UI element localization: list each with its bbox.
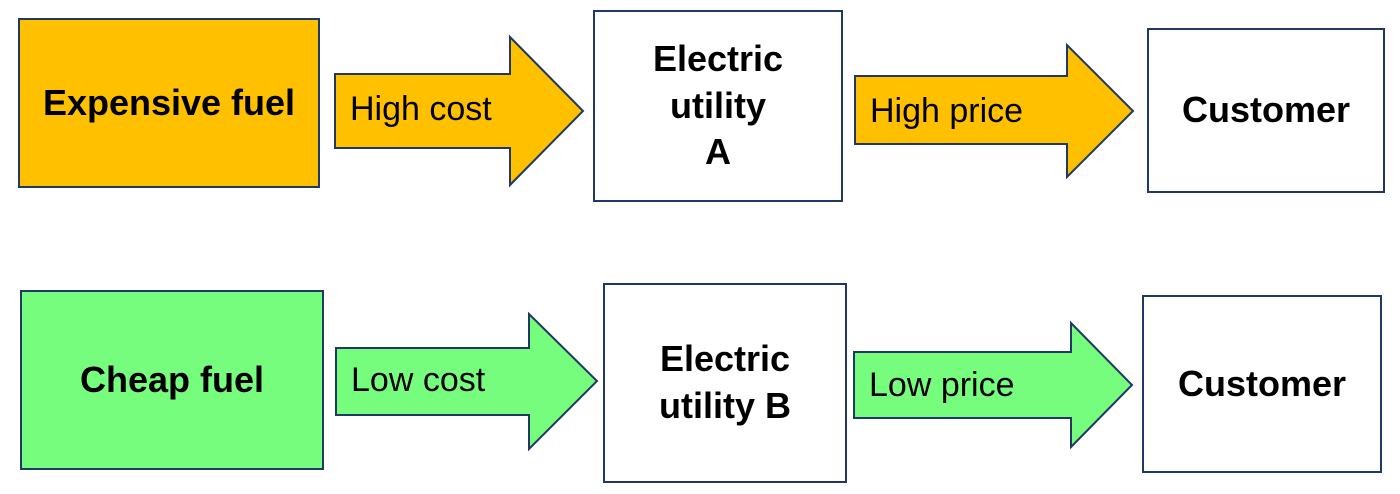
low-price-label: Low price (869, 366, 1015, 404)
low-cost-label: Low cost (351, 361, 486, 399)
high-cost-arrow: High cost (334, 34, 585, 188)
electric-utility-b-text: Electric utility B (659, 336, 791, 430)
customer-a-box: Customer (1147, 28, 1385, 193)
customer-b-label: Customer (1177, 362, 1347, 404)
utility-b-line2: utility B (659, 385, 791, 426)
electric-utility-a-text: Electric utility A (653, 36, 783, 176)
utility-b-line1: Electric (659, 338, 791, 380)
customer-a-label: Customer (1181, 89, 1351, 131)
low-price-arrow: Low price (853, 320, 1134, 450)
low-price-arrow-shape (853, 320, 1134, 450)
utility-a-line1: Electric (652, 37, 784, 79)
high-price-arrow: High price (854, 42, 1135, 180)
utility-a-line3: A (704, 131, 731, 173)
electric-utility-a-box: Electric utility A (593, 10, 843, 202)
customer-b-box: Customer (1142, 295, 1382, 473)
electric-utility-b-box: Electric utility B (603, 283, 847, 483)
high-price-label: High price (870, 92, 1024, 130)
cheap-fuel-box: Cheap fuel (20, 290, 324, 470)
cheap-fuel-label: Cheap fuel (79, 358, 265, 400)
expensive-fuel-label: Expensive fuel (42, 81, 296, 123)
high-cost-arrow-shape (334, 34, 585, 188)
low-cost-arrow-shape (335, 311, 599, 452)
utility-a-line2: utility (669, 84, 766, 126)
low-cost-arrow: Low cost (335, 311, 599, 452)
expensive-fuel-box: Expensive fuel (18, 18, 320, 188)
high-price-arrow-shape (854, 42, 1135, 180)
high-cost-label: High cost (350, 90, 492, 128)
